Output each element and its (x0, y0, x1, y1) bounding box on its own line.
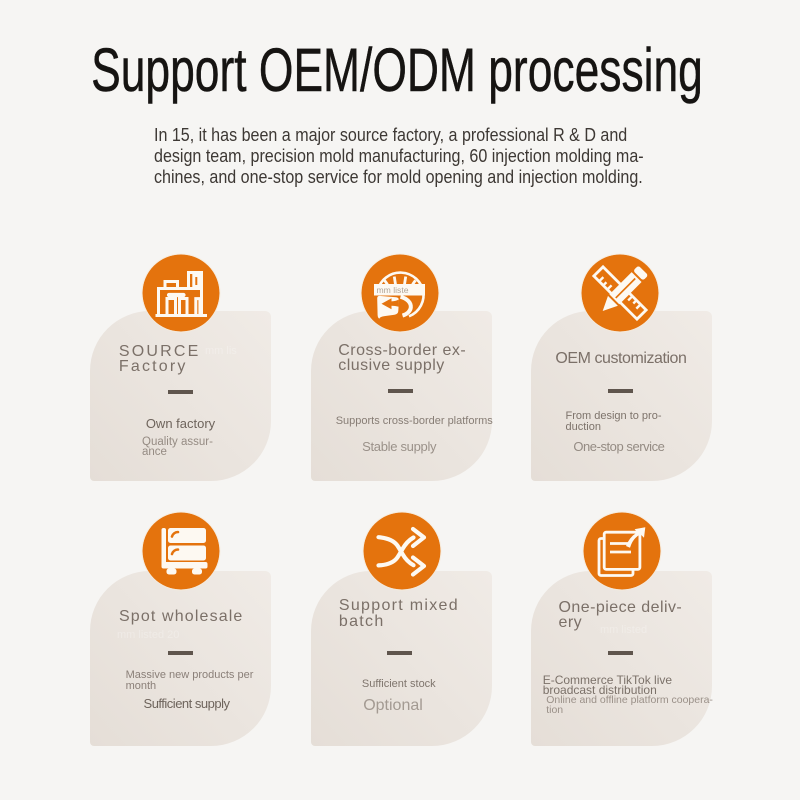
svg-text:mm liste: mm liste (376, 285, 408, 295)
